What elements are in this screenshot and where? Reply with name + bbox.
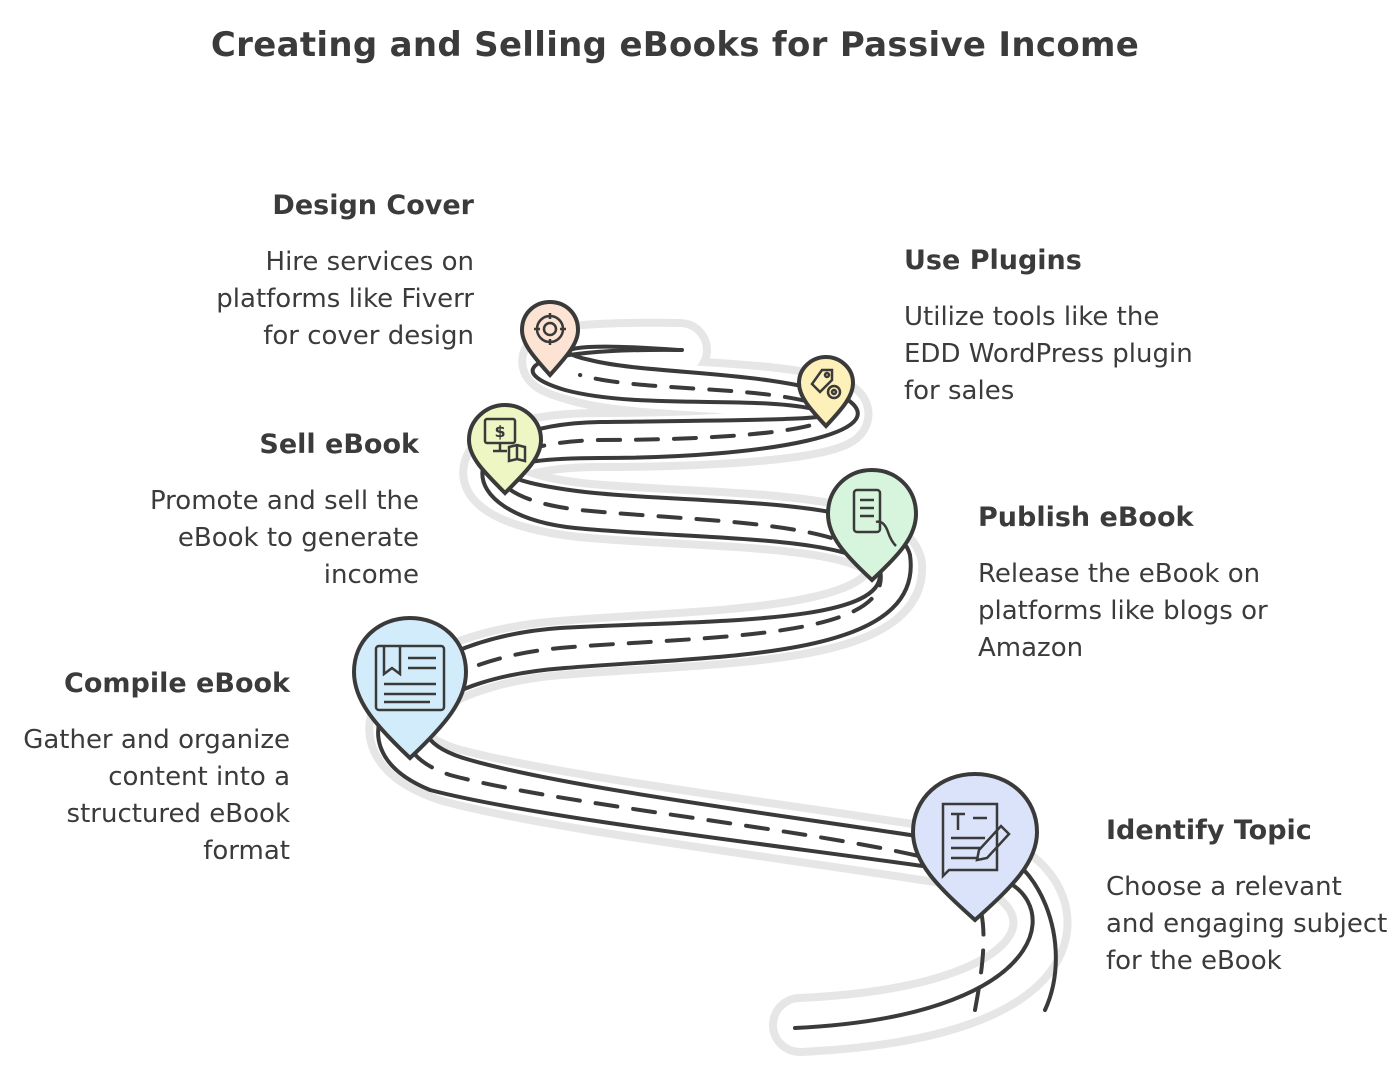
pin-compile-ebook — [351, 615, 469, 761]
step-description: Utilize tools like the EDD WordPress plu… — [904, 302, 1193, 406]
step-description: Release the eBook on platforms like blog… — [978, 559, 1268, 663]
step-description: Gather and organize content into a struc… — [23, 725, 290, 866]
pin-body — [796, 354, 856, 429]
pin-identify-topic — [910, 771, 1040, 923]
tablet-hand-icon — [852, 488, 897, 547]
step-heading: Publish eBook — [978, 502, 1194, 533]
step-sell-ebook: Sell eBook Promote and sell the eBook to… — [149, 427, 419, 594]
step-heading: Compile eBook — [64, 668, 290, 699]
target-icon — [534, 313, 566, 345]
pin-body — [351, 615, 469, 761]
pin-use-plugins — [796, 354, 856, 429]
step-heading: Identify Topic — [1106, 815, 1312, 846]
pin-body — [825, 467, 919, 583]
price-tag-gear-icon — [810, 368, 842, 400]
step-heading: Design Cover — [272, 190, 474, 221]
step-heading: Use Plugins — [904, 245, 1082, 276]
road-centerline — [403, 373, 986, 1012]
step-heading: Sell eBook — [259, 429, 419, 460]
step-design-cover: Design Cover Hire services on platforms … — [214, 188, 474, 355]
monitor-dollar-book-icon: $ — [483, 417, 527, 463]
svg-text:$: $ — [494, 422, 505, 441]
pin-body — [519, 299, 581, 378]
pin-design-cover — [519, 299, 581, 378]
step-compile-ebook: Compile eBook Gather and organize conten… — [20, 666, 290, 870]
step-description: Choose a relevant and engaging subject f… — [1106, 872, 1388, 976]
document-pen-icon — [941, 802, 1011, 880]
pin-body — [466, 402, 544, 496]
pin-publish-ebook — [825, 467, 919, 583]
step-use-plugins: Use Plugins Utilize tools like the EDD W… — [904, 243, 1204, 410]
step-publish-ebook: Publish eBook Release the eBook on platf… — [978, 500, 1268, 667]
pin-sell-ebook: $ — [466, 402, 544, 496]
step-identify-topic: Identify Topic Choose a relevant and eng… — [1106, 813, 1396, 980]
step-description: Hire services on platforms like Fiverr f… — [216, 247, 474, 351]
bookmarked-book-icon — [374, 644, 446, 712]
diagram-title: Creating and Selling eBooks for Passive … — [210, 25, 1140, 65]
step-description: Promote and sell the eBook to generate i… — [149, 486, 419, 590]
